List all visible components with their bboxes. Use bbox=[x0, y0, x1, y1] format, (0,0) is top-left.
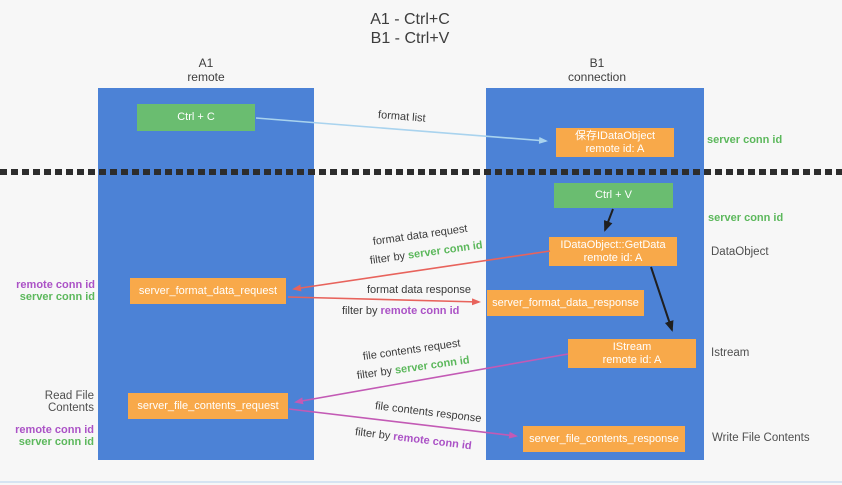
lifeline-a1-subtitle: remote bbox=[187, 70, 225, 84]
node-save-idataobject: 保存IDataObject remote id: A bbox=[556, 128, 674, 157]
node-save-idataobject-line2: remote id: A bbox=[585, 142, 645, 155]
remote-conn-id-text: remote conn id bbox=[392, 430, 473, 453]
annotation-server-conn-id-left-bottom: server conn id bbox=[18, 436, 94, 448]
filter-by-text: filter by bbox=[342, 305, 381, 317]
node-istream: IStream remote id: A bbox=[568, 339, 696, 368]
label-file-contents-response: file contents response bbox=[374, 400, 483, 426]
annotation-server-conn-id-left-mid: server conn id bbox=[19, 291, 95, 303]
label-format-list: format list bbox=[377, 109, 427, 125]
lifeline-b1-subtitle: connection bbox=[567, 70, 627, 84]
remote-conn-id-text: remote conn id bbox=[380, 305, 460, 317]
filter-by-text: filter by bbox=[356, 364, 396, 382]
window-bottom-edge bbox=[0, 481, 842, 483]
filter-by-text: filter by bbox=[369, 249, 409, 267]
diagram-title: A1 - Ctrl+C B1 - Ctrl+V bbox=[300, 10, 520, 48]
lifeline-a1-name: A1 bbox=[198, 56, 214, 70]
node-idataobject-getdata-line1: IDataObject::GetData bbox=[560, 238, 666, 251]
annotation-write-file-contents: Write File Contents bbox=[712, 432, 810, 444]
label-file-contents-response-filter: filter by remote conn id bbox=[354, 426, 472, 453]
node-istream-line1: IStream bbox=[612, 340, 652, 353]
node-save-idataobject-line1: 保存IDataObject bbox=[574, 129, 656, 142]
lifeline-b1-name: B1 bbox=[589, 56, 605, 70]
node-istream-line2: remote id: A bbox=[602, 353, 662, 366]
arrow-format-data-response bbox=[287, 296, 481, 306]
node-server-format-data-response-label: server_format_data_response bbox=[492, 296, 639, 309]
lifeline-header-b1: B1 connection bbox=[532, 56, 662, 84]
node-ctrl-v: Ctrl + V bbox=[554, 183, 673, 208]
node-ctrl-c-label: Ctrl + C bbox=[177, 111, 215, 123]
filter-by-text: filter by bbox=[354, 426, 395, 443]
annotation-dataobject: DataObject bbox=[711, 246, 769, 258]
node-server-file-contents-request-label: server_file_contents_request bbox=[137, 399, 279, 412]
label-format-data-response-filter: filter by remote conn id bbox=[342, 305, 459, 318]
node-idataobject-getdata-line2: remote id: A bbox=[583, 251, 643, 264]
node-ctrl-c: Ctrl + C bbox=[137, 104, 255, 131]
node-server-file-contents-response-label: server_file_contents_response bbox=[529, 432, 679, 445]
annotation-remote-conn-id-bottom: remote conn id bbox=[15, 424, 94, 436]
label-format-data-response: format data response bbox=[367, 284, 471, 296]
node-ctrl-v-label: Ctrl + V bbox=[595, 189, 632, 201]
annotation-read-file-contents: Read File Contents bbox=[44, 390, 94, 414]
annotation-server-conn-id-mid: server conn id bbox=[708, 212, 784, 224]
diagram-title-line2: B1 - Ctrl+V bbox=[370, 30, 450, 47]
node-server-format-data-request: server_format_data_request bbox=[130, 278, 286, 304]
annotation-group-format: remote conn id server conn id bbox=[10, 279, 95, 303]
annotation-group-file: Read File Contents remote conn id server… bbox=[4, 390, 94, 448]
annotation-remote-conn-id-mid: remote conn id bbox=[16, 279, 95, 291]
node-server-format-data-request-label: server_format_data_request bbox=[138, 284, 278, 297]
node-server-format-data-response: server_format_data_response bbox=[487, 290, 644, 316]
node-server-file-contents-request: server_file_contents_request bbox=[128, 393, 288, 419]
annotation-istream: Istream bbox=[711, 347, 750, 359]
diagram-title-line1: A1 - Ctrl+C bbox=[370, 11, 450, 28]
phase-divider-dashed-line bbox=[0, 169, 842, 175]
lifeline-header-a1: A1 remote bbox=[141, 56, 271, 84]
node-server-file-contents-response: server_file_contents_response bbox=[523, 426, 685, 452]
annotation-server-conn-id-top: server conn id bbox=[707, 134, 783, 146]
node-idataobject-getdata: IDataObject::GetData remote id: A bbox=[549, 237, 677, 266]
